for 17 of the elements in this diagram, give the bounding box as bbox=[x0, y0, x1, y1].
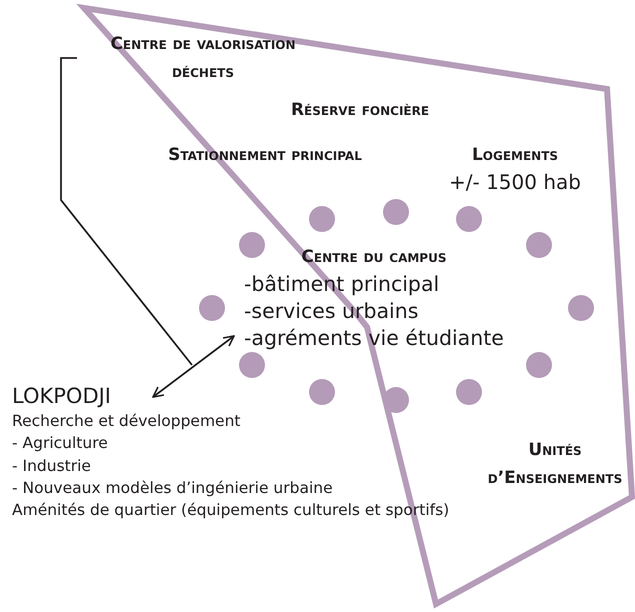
area-label: Stationnement principal bbox=[167, 144, 363, 167]
area-label: +/- 1500 hab bbox=[448, 169, 582, 196]
block-line: - Industrie bbox=[12, 456, 92, 477]
area-label: Centre de valorisation déchets bbox=[109, 33, 297, 84]
block-line: - Nouveaux modèles d’ingénierie urbaine bbox=[12, 478, 334, 499]
area-label: Logements bbox=[470, 144, 560, 167]
block-line: Recherche et développement bbox=[12, 411, 242, 432]
area-label: Réserve foncière bbox=[290, 99, 430, 122]
block-line: Aménités de quartier (équipements culturels et sportifs) bbox=[12, 500, 450, 522]
block-line: -agréments vie étudiante bbox=[244, 325, 504, 352]
block-line: -services urbains bbox=[244, 298, 420, 325]
block-heading: Centre du campus bbox=[300, 246, 448, 269]
block-line: -bâtiment principal bbox=[244, 271, 440, 298]
block-heading: LOKPODJI bbox=[12, 383, 112, 410]
block-line: - Agriculture bbox=[12, 433, 109, 454]
double-arrow bbox=[152, 335, 235, 398]
area-label: Unités d’Enseignements bbox=[486, 439, 624, 490]
